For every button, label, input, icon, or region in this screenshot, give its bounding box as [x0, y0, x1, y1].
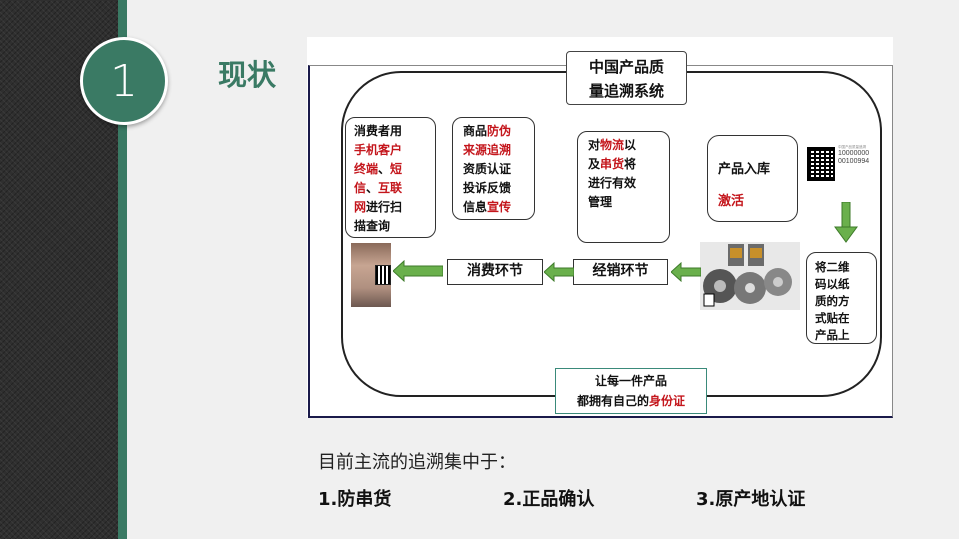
- product-line: 资质认证: [463, 162, 512, 176]
- section-title: 现状: [218, 58, 277, 92]
- point-item: 3.原产地认证: [696, 489, 806, 510]
- phone-qr-icon: [375, 265, 391, 285]
- sidebar-accent-stripe: [118, 0, 127, 539]
- consumption-stage: 消费环节: [447, 259, 543, 285]
- attach-line: 码以纸: [815, 277, 850, 291]
- attach-line: 式贴在: [815, 311, 850, 325]
- auto-parts-image: [700, 242, 800, 310]
- left-arrow-icon: [544, 262, 574, 282]
- product-line: 来源追溯: [463, 143, 512, 157]
- logistics-line: 管理: [588, 195, 613, 209]
- attach-line: 质的方: [815, 294, 850, 308]
- identity-slogan-box: 让每一件产品 都拥有自己的身份证: [555, 368, 707, 414]
- consumer-query-box: 消费者用 手机客户 终端、短 信、互联 网进行扫 描查询: [345, 117, 436, 238]
- consumer-line: 描查询: [354, 219, 391, 233]
- qr-label-line: 中国产品质量追溯: [838, 145, 866, 149]
- diagram-title-box: 中国产品质 量追溯系统: [566, 51, 687, 105]
- product-line: 信息宣传: [463, 200, 512, 214]
- qr-label-line: 10000000: [838, 150, 870, 157]
- diagram-title-line2: 量追溯系统: [588, 82, 664, 100]
- consumer-line: 网进行扫: [354, 200, 403, 214]
- traceability-diagram: 中国产品质 量追溯系统 消费者用 手机客户 终端、短 信、互联 网进行扫 描查询…: [307, 37, 893, 418]
- product-info-box: 商品防伪 来源追溯 资质认证 投诉反馈 信息宣传: [452, 117, 535, 220]
- point-item: 1.防串货: [318, 489, 392, 510]
- qr-label-line: 00100994: [838, 158, 870, 165]
- storage-line: 激活: [718, 194, 745, 209]
- left-arrow-icon: [393, 260, 443, 282]
- consumer-line: 手机客户: [354, 143, 403, 157]
- storage-line: 产品入库: [718, 162, 771, 177]
- product-line: 投诉反馈: [463, 181, 512, 195]
- diagram-title-line1: 中国产品质: [588, 58, 664, 76]
- section-number-badge: 1: [80, 37, 168, 125]
- consumer-line: 信、互联: [354, 181, 403, 195]
- distribution-stage: 经销环节: [573, 259, 668, 285]
- point-item: 2.正品确认: [503, 489, 595, 510]
- qr-code-icon: [807, 147, 835, 181]
- consumer-line: 消费者用: [354, 124, 403, 138]
- qr-attach-box: 将二维 码以纸 质的方 式贴在 产品上: [806, 252, 877, 344]
- qr-label: 中国产品质量追溯 10000000 00100994: [838, 145, 894, 166]
- logistics-line: 对物流以: [588, 138, 637, 152]
- consumer-line: 终端、短: [354, 162, 403, 176]
- slogan-line: 让每一件产品: [594, 374, 667, 388]
- attach-line: 产品上: [815, 328, 850, 342]
- slogan-line: 都拥有自己的身份证: [576, 394, 686, 408]
- attach-line: 将二维: [815, 260, 850, 274]
- logistics-line: 及串货将: [588, 157, 637, 171]
- down-arrow-icon: [834, 202, 858, 243]
- left-arrow-icon: [671, 262, 701, 282]
- storage-activation-box: 产品入库 激活: [707, 135, 798, 222]
- logistics-box: 对物流以 及串货将 进行有效 管理: [577, 131, 670, 243]
- summary-caption: 目前主流的追溯集中于：: [318, 452, 516, 473]
- product-line: 商品防伪: [463, 124, 512, 138]
- logistics-line: 进行有效: [588, 176, 637, 190]
